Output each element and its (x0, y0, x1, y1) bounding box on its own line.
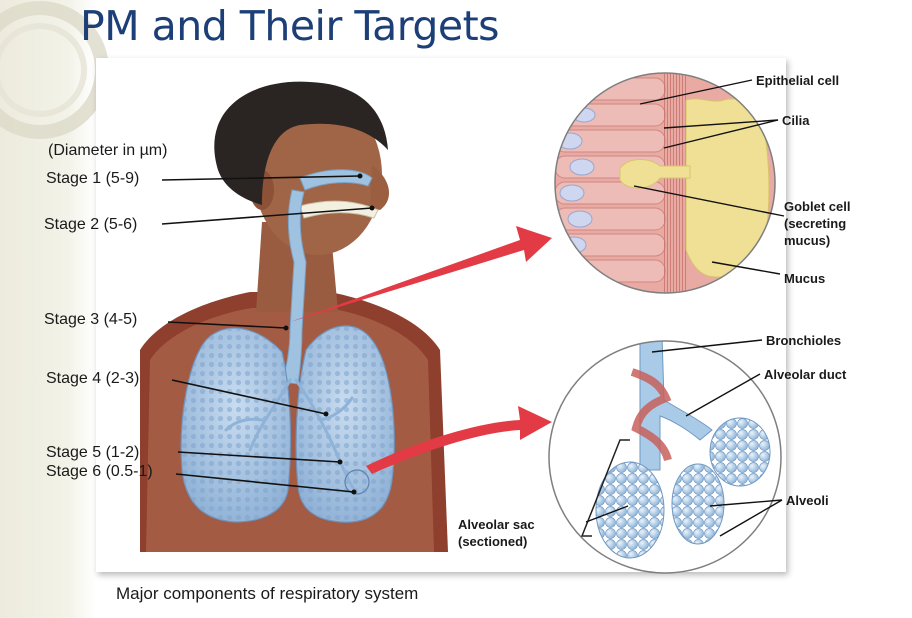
diameter-note: (Diameter in µm) (48, 142, 167, 160)
epithelial-cell-label: Epithelial cell (756, 72, 839, 89)
goblet-cell-label-line2: (secreting (784, 215, 850, 232)
upper-inset-epithelium (555, 70, 775, 300)
lower-inset-alveoli (549, 336, 781, 573)
goblet-cell-label-line1: Goblet cell (784, 198, 850, 215)
figure-caption: Major components of respiratory system (116, 584, 418, 604)
alveoli-cluster-right (710, 418, 770, 486)
stage-5-label: Stage 5 (1-2) (46, 444, 139, 462)
alveoli-cluster-middle (672, 464, 724, 544)
alveolar-sac-label-line1: Alveolar sac (458, 516, 535, 533)
human-figure (140, 82, 448, 552)
goblet-cell-label-line3: mucus) (784, 232, 850, 249)
alveolar-sac-label: Alveolar sac (sectioned) (458, 516, 535, 550)
nose-shape (370, 165, 389, 210)
cilia-label: Cilia (782, 112, 809, 129)
alveoli-label: Alveoli (786, 492, 829, 509)
stage-2-label: Stage 2 (5-6) (44, 216, 137, 234)
stage-1-label: Stage 1 (5-9) (46, 170, 139, 188)
stage-3-label: Stage 3 (4-5) (44, 311, 137, 329)
bronchioles-label: Bronchioles (766, 332, 841, 349)
mucus-label: Mucus (784, 270, 825, 287)
stage-4-label: Stage 4 (2-3) (46, 370, 139, 388)
goblet-cell-label: Goblet cell (secreting mucus) (784, 198, 850, 249)
stage-6-label: Stage 6 (0.5-1) (46, 463, 153, 481)
alveolar-sac-label-line2: (sectioned) (458, 533, 535, 550)
alveolar-duct-label: Alveolar duct (764, 366, 846, 383)
